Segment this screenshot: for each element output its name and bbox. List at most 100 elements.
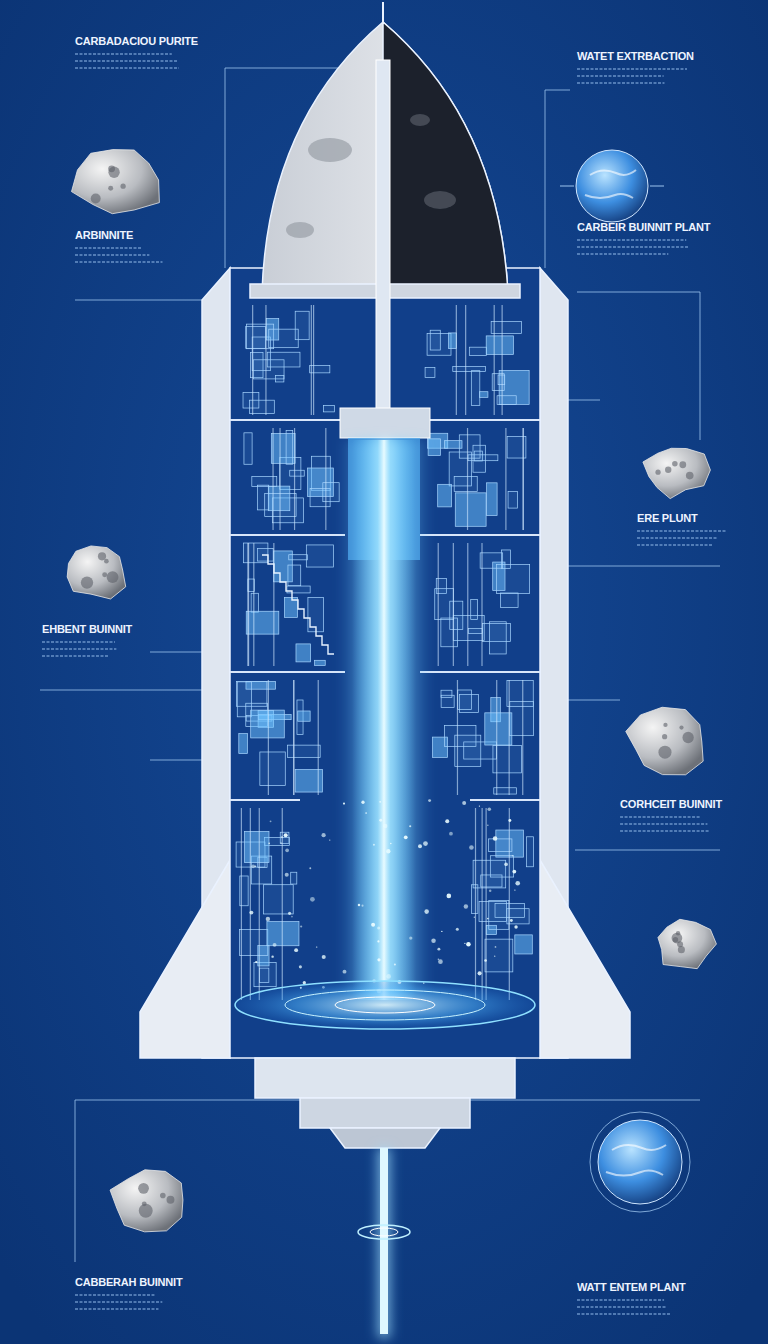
leader-line: [568, 566, 720, 567]
sparkle: [466, 942, 471, 947]
sparkle: [431, 939, 435, 943]
sparkle: [383, 824, 387, 828]
pipe: [273, 543, 274, 666]
machinery: [236, 305, 533, 1000]
asteroid-body: [643, 448, 710, 498]
sparkle: [316, 946, 318, 948]
extraction-head: [340, 408, 430, 438]
pipe: [265, 305, 266, 415]
crater: [108, 167, 119, 178]
pipe: [438, 543, 439, 666]
pipe: [509, 808, 510, 1000]
crater: [104, 559, 109, 564]
machine-part: [497, 396, 516, 405]
fine-print-line: [42, 655, 108, 657]
sparkle: [404, 835, 408, 839]
sparkle: [514, 889, 515, 890]
sparkle: [273, 943, 277, 947]
crater: [655, 470, 660, 475]
crater: [682, 732, 693, 743]
sparkle: [294, 948, 298, 952]
sparkle: [321, 833, 325, 837]
machine-part: [239, 930, 267, 956]
rocket-hull: [140, 22, 630, 1058]
fine-print-line: [637, 530, 726, 532]
machine-part: [471, 371, 480, 406]
sparkle: [386, 849, 390, 853]
callout-label: WATET EXTRBACTION: [577, 50, 694, 63]
sparkle: [418, 844, 422, 848]
fine-print-line: [577, 253, 668, 255]
leader-line: [75, 1100, 300, 1262]
crater: [658, 746, 671, 759]
engine-base: [255, 1058, 515, 1148]
sparkle: [300, 925, 302, 927]
sparkles: [249, 799, 520, 993]
sparkle: [428, 799, 431, 802]
pipe: [282, 808, 283, 1000]
machine-part: [497, 565, 530, 594]
sparkle: [423, 841, 428, 846]
pipe: [252, 305, 253, 415]
exhaust-ring: [358, 1225, 410, 1239]
machine-part: [243, 393, 259, 409]
sparkle: [478, 971, 482, 975]
sparkle: [255, 961, 257, 963]
pipe: [467, 543, 468, 666]
crater: [673, 937, 678, 942]
machine-part: [455, 735, 481, 766]
sparkle: [249, 911, 253, 915]
crater: [120, 184, 125, 189]
pipe: [496, 680, 497, 795]
sparkle: [494, 955, 495, 956]
nozzle: [330, 1128, 440, 1148]
machine-part: [275, 376, 284, 382]
pipe: [311, 305, 312, 415]
crater: [108, 186, 113, 191]
pipe: [293, 680, 294, 795]
pipe: [509, 680, 510, 795]
pipe: [272, 428, 273, 530]
crater: [672, 461, 678, 467]
callout-label: CARBADACIOU PURITE: [75, 35, 198, 48]
fine-print-line: [42, 641, 115, 643]
sparkle: [284, 833, 288, 837]
fine-print-line: [577, 75, 664, 77]
sparkle: [358, 904, 361, 907]
machine-part: [441, 618, 458, 647]
sparkle: [489, 889, 492, 892]
sparkle: [462, 801, 466, 805]
machine-part: [468, 629, 482, 634]
machine-part: [454, 476, 477, 491]
fine-print-line: [75, 1294, 154, 1296]
sparkle: [280, 842, 282, 844]
crater: [160, 1193, 166, 1199]
sparkle: [365, 812, 367, 814]
sparkle: [514, 925, 517, 928]
sparkle: [310, 897, 315, 902]
machine-part: [315, 660, 326, 665]
callout-label: CARBEIR BUINNIT PLANT: [577, 221, 710, 234]
callout-label: CORHCEIT BUINNIT: [620, 798, 722, 811]
pipe: [325, 428, 326, 530]
nose-craters: [286, 114, 456, 238]
pipe: [482, 808, 483, 1000]
machine-part: [485, 939, 513, 972]
sparkle: [493, 836, 498, 841]
sparkle: [409, 936, 412, 939]
fine-print-line: [577, 1299, 664, 1301]
machine-part: [490, 856, 513, 877]
pipe: [279, 428, 280, 530]
machine-part: [244, 433, 252, 464]
sparkle: [394, 963, 396, 965]
water-pool: [235, 981, 535, 1029]
sparkle: [487, 918, 489, 920]
crater: [672, 933, 683, 944]
pipe: [505, 428, 506, 530]
sparkle: [508, 819, 511, 822]
sparkle: [309, 867, 311, 869]
